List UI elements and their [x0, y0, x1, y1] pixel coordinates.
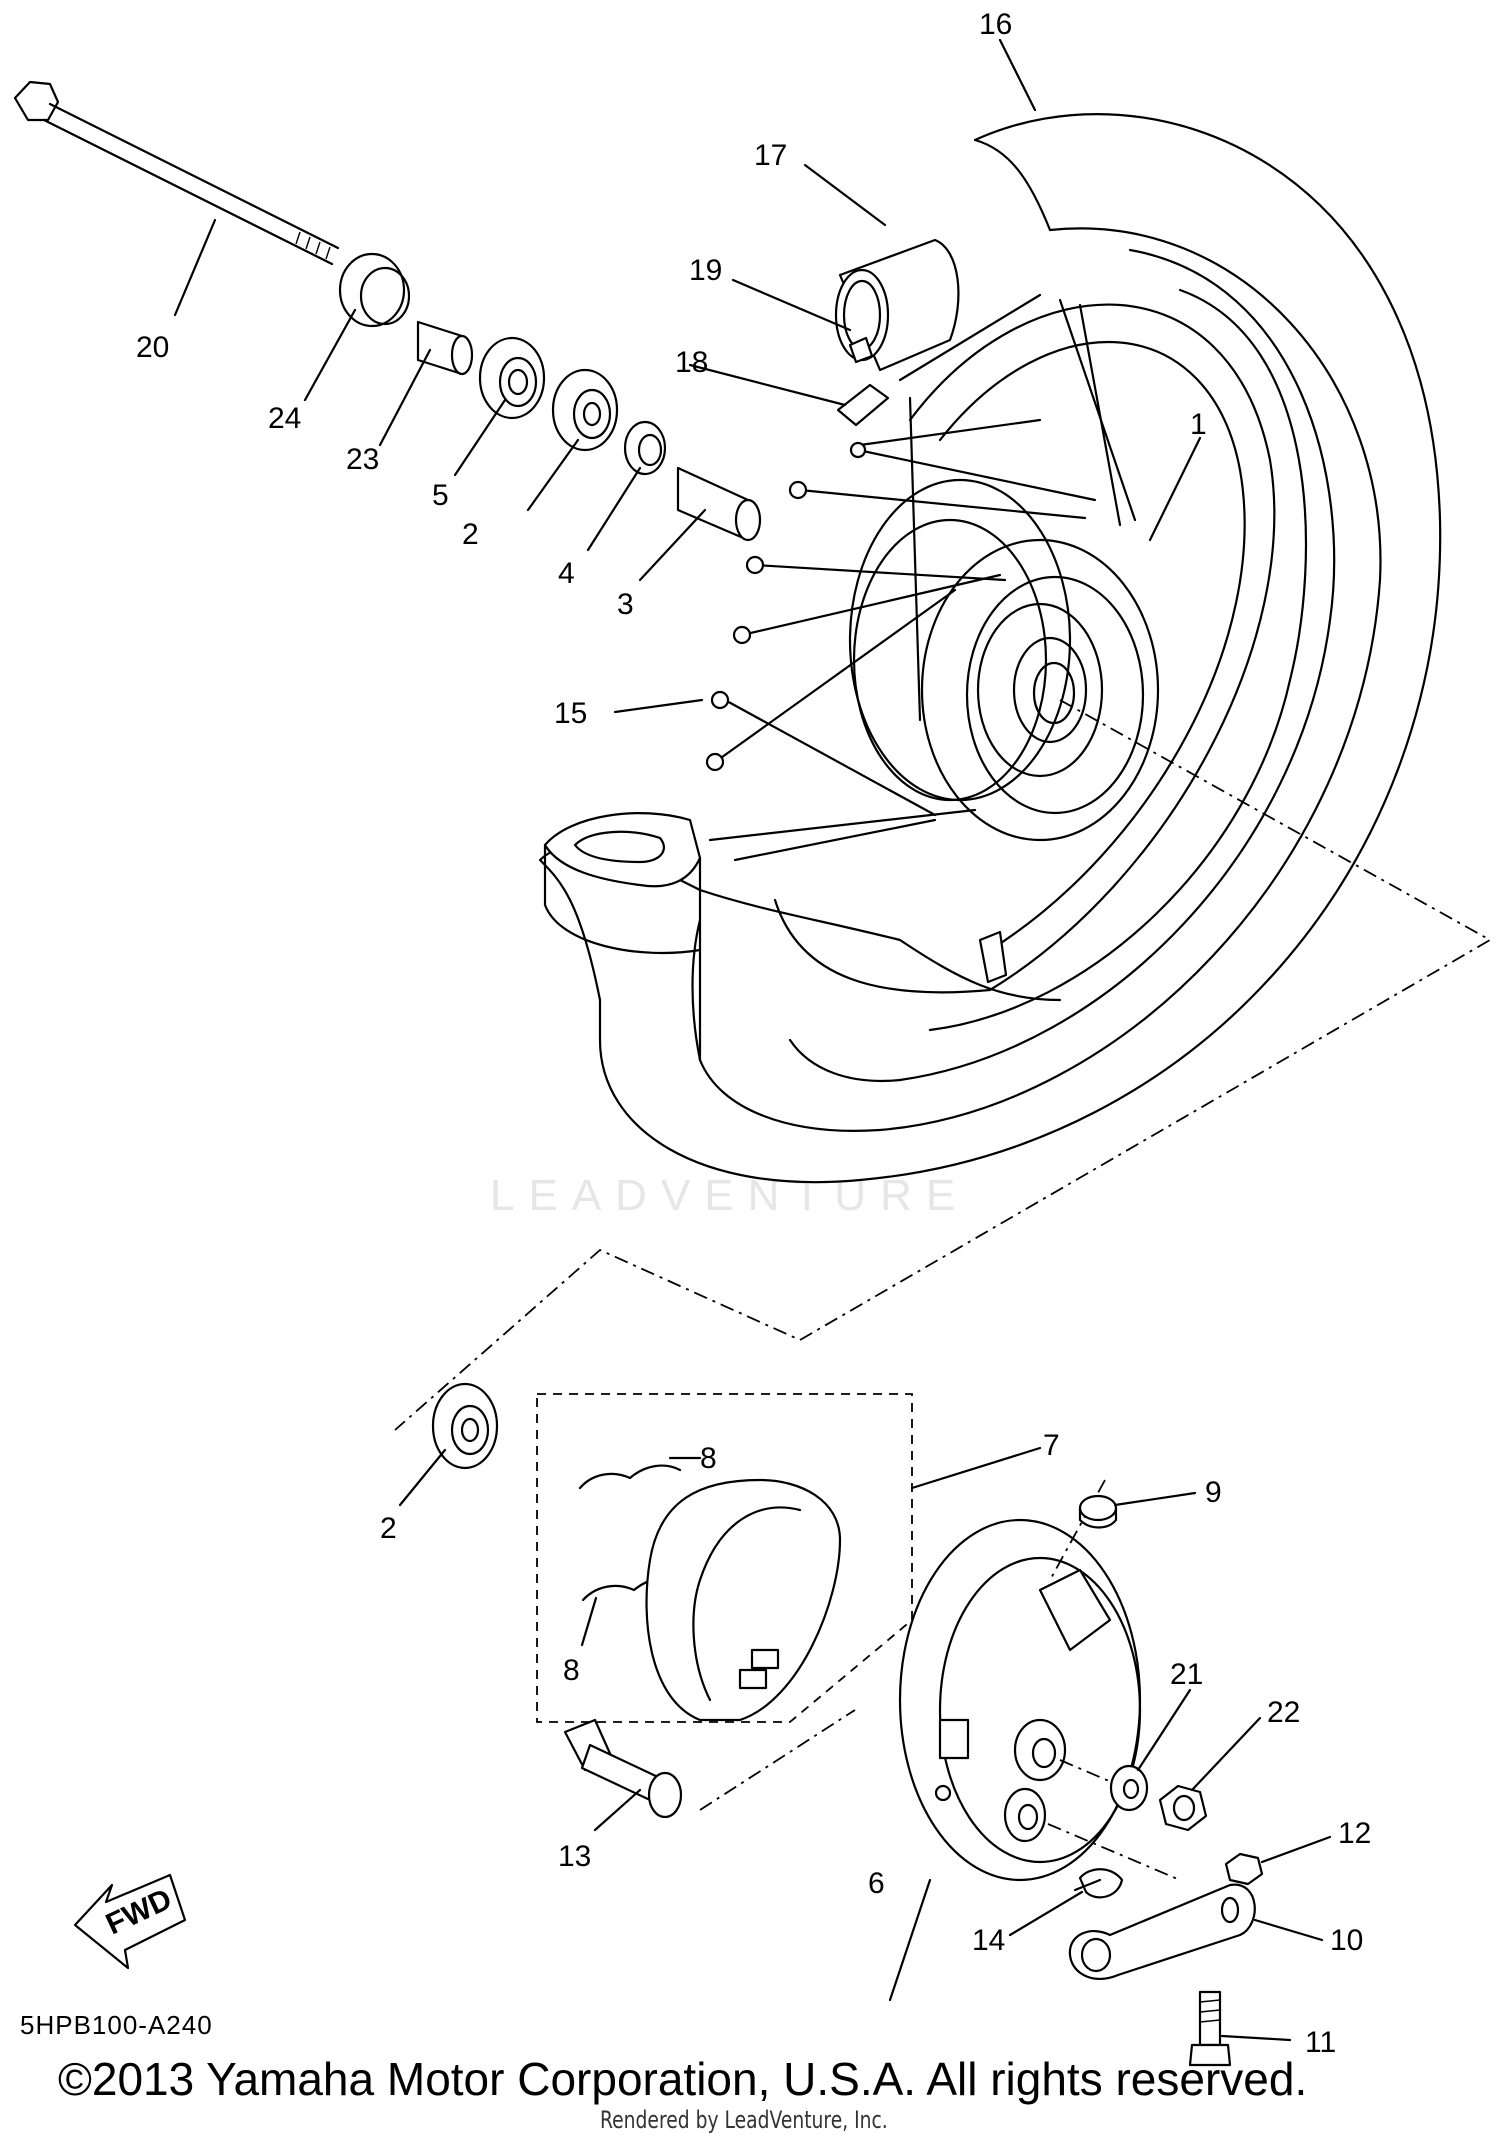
- callout-2-lower: 2: [380, 1512, 397, 1545]
- callout-21: 21: [1170, 1658, 1203, 1691]
- callout-15: 15: [554, 697, 587, 730]
- callout-10: 10: [1330, 1924, 1363, 1957]
- bearing-2-upper: [551, 368, 619, 452]
- leader-lines: [173, 38, 1332, 2042]
- callout-labels: 16 17 19 18 20 24 23 5 2 4 3 1 15 2 8 7 …: [136, 8, 1371, 2059]
- brake-panel: [898, 1479, 1181, 1882]
- callout-4: 4: [558, 557, 575, 590]
- copyright-notice: ©2013 Yamaha Motor Corporation, U.S.A. A…: [58, 2053, 1308, 2105]
- watermark-text: LEADVENTURE: [490, 1171, 969, 1220]
- callout-13: 13: [558, 1840, 591, 1873]
- valve-assembly: [834, 238, 1008, 984]
- callout-16: 16: [979, 8, 1012, 41]
- callout-8-upper: 8: [700, 1442, 717, 1475]
- washer-21: [1109, 1764, 1149, 1812]
- bolt-11: [1188, 1990, 1232, 2067]
- callout-19: 19: [689, 254, 722, 287]
- rim: [773, 303, 1276, 994]
- diagram-code: 5HPB100-A240: [20, 2010, 213, 2040]
- callout-12: 12: [1338, 1817, 1371, 1850]
- nut-22: [1158, 1784, 1208, 1832]
- callout-24: 24: [268, 402, 301, 435]
- seal-9: [1078, 1494, 1118, 1529]
- cam-lever-10: [1068, 1883, 1256, 1980]
- callout-5: 5: [432, 479, 449, 512]
- callout-17: 17: [754, 139, 787, 172]
- callout-11: 11: [1305, 2026, 1336, 2059]
- spacer-23: [416, 320, 474, 376]
- camshaft: [563, 1709, 856, 1819]
- rendered-by-notice: Rendered by LeadVenture, Inc.: [600, 2106, 888, 2134]
- axle-bolt: [13, 80, 340, 266]
- callout-3: 3: [617, 588, 634, 621]
- callout-18: 18: [675, 346, 708, 379]
- indicator-14: [1073, 1868, 1124, 1899]
- callout-14: 14: [972, 1924, 1005, 1957]
- callout-2-upper: 2: [462, 518, 479, 551]
- nut-12: [1224, 1852, 1264, 1886]
- fwd-arrow-icon: FWD: [73, 1873, 187, 1970]
- callout-8-lower: 8: [563, 1654, 580, 1687]
- collar-24: [338, 252, 411, 328]
- hub: [848, 478, 1160, 842]
- oil-seal-5: [478, 336, 546, 420]
- callout-22: 22: [1267, 1696, 1300, 1729]
- brake-shoe-kit: [536, 1393, 913, 1723]
- bearing-2-lower: [431, 1382, 499, 1470]
- tire-section: [543, 812, 702, 1062]
- callout-6: 6: [868, 1867, 885, 1900]
- spokes: [705, 293, 1137, 862]
- center-line: [394, 699, 1492, 1431]
- spacer-3: [676, 466, 762, 542]
- callout-7: 7: [1043, 1429, 1060, 1462]
- collar-4: [623, 420, 667, 476]
- callout-23: 23: [346, 443, 379, 476]
- callout-9: 9: [1205, 1476, 1222, 1509]
- callout-1: 1: [1190, 408, 1207, 441]
- callout-20: 20: [136, 331, 169, 364]
